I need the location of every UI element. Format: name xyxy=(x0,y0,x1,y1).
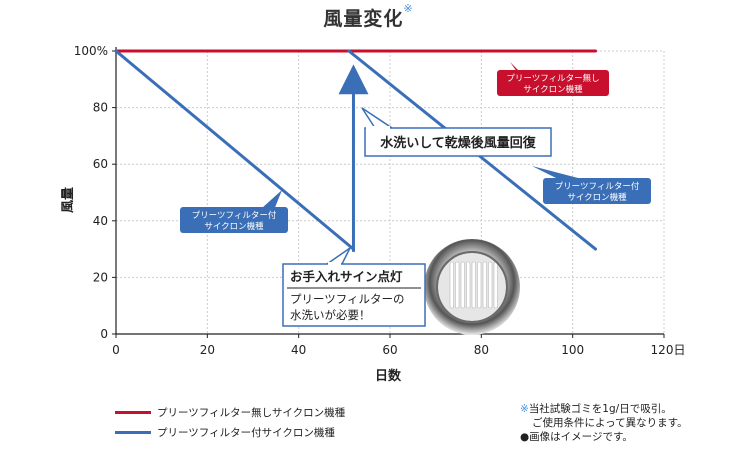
x-tick-label: 20 xyxy=(200,343,215,357)
x-tick-label: 40 xyxy=(291,343,306,357)
x-axis-label: 日数 xyxy=(375,368,402,384)
x-tick-label: 100 xyxy=(561,343,584,357)
y-tick-label: 20 xyxy=(93,270,108,284)
pleat-fin xyxy=(460,261,465,309)
legend-item-red: プリーツフィルター無しサイクロン機種 xyxy=(115,402,345,422)
legend: プリーツフィルター無しサイクロン機種 プリーツフィルター付サイクロン機種 xyxy=(115,402,345,442)
pleat-fin xyxy=(455,261,460,309)
blue-series-label-left: プリーツフィルター付 サイクロン機種 xyxy=(180,190,288,233)
y-tick-label: 100% xyxy=(74,44,108,58)
red-label-line2: サイクロン機種 xyxy=(523,84,583,95)
legend-label-red: プリーツフィルター無しサイクロン機種 xyxy=(157,406,346,419)
legend-swatch-blue xyxy=(115,430,151,434)
footnotes: ※当社試験ゴミを1g/日で吸引。 ご使用条件によって異なります。 ●画像はイメー… xyxy=(520,402,688,444)
recover-callout: 水洗いして乾燥後風量回復 xyxy=(361,107,552,157)
x-tick-label: 120日 xyxy=(651,343,686,357)
need-text-line1: プリーツフィルターの xyxy=(290,292,405,306)
y-axis-label: 風量 xyxy=(61,187,76,213)
blue-series-label-right: プリーツフィルター付 サイクロン機種 xyxy=(532,166,651,204)
filter-rim xyxy=(436,251,508,323)
y-tick-label: 60 xyxy=(93,157,108,171)
pleat-fin xyxy=(471,261,476,309)
note-line3: ●画像はイメージです。 xyxy=(520,431,633,443)
y-tick-label: 80 xyxy=(93,101,108,115)
filter-photo-icon xyxy=(424,239,520,335)
red-label-line1: プリーツフィルター無し xyxy=(506,73,599,84)
sign-callout: お手入れサイン点灯 プリーツフィルターの 水洗いが必要！ xyxy=(282,247,426,327)
y-tick-label: 40 xyxy=(93,214,108,228)
x-tick-label: 80 xyxy=(474,343,489,357)
blue-label-right-line2: サイクロン機種 xyxy=(567,192,627,203)
legend-label-blue: プリーツフィルター付サイクロン機種 xyxy=(157,426,335,439)
chart-title: 風量変化 xyxy=(323,8,404,30)
x-tick-label: 0 xyxy=(112,343,120,357)
series-line-1 xyxy=(114,49,355,251)
title-note-mark: ※ xyxy=(403,2,413,15)
pleat-fin xyxy=(482,261,487,309)
red-series-label: プリーツフィルター無し サイクロン機種 xyxy=(497,62,609,96)
y-tick-label: 0 xyxy=(100,327,108,341)
note-line1: ※当社試験ゴミを1g/日で吸引。 xyxy=(520,403,672,415)
pleat-fin xyxy=(488,261,493,309)
blue-label-left-line2: サイクロン機種 xyxy=(204,221,264,232)
sign-text: お手入れサイン点灯 xyxy=(290,269,403,284)
pleat-fin xyxy=(477,261,482,309)
annotations: プリーツフィルター無し サイクロン機種 プリーツフィルター付 サイクロン機種 プ… xyxy=(180,62,651,335)
blue-label-right-line1: プリーツフィルター付 xyxy=(555,181,640,192)
pleat-fin xyxy=(449,261,454,309)
note-line2: ご使用条件によって異なります。 xyxy=(532,417,688,429)
x-tick-label: 60 xyxy=(382,343,397,357)
legend-swatch-red xyxy=(115,410,151,414)
chart-title-wrap: 風量変化※ xyxy=(0,2,736,31)
legend-item-blue: プリーツフィルター付サイクロン機種 xyxy=(115,422,345,442)
blue-label-left-line1: プリーツフィルター付 xyxy=(192,210,277,221)
need-text-line2: 水洗いが必要！ xyxy=(290,308,371,322)
recover-text: 水洗いして乾燥後風量回復 xyxy=(380,135,537,151)
pleat-fin xyxy=(493,261,498,309)
pleat-fin xyxy=(466,261,471,309)
